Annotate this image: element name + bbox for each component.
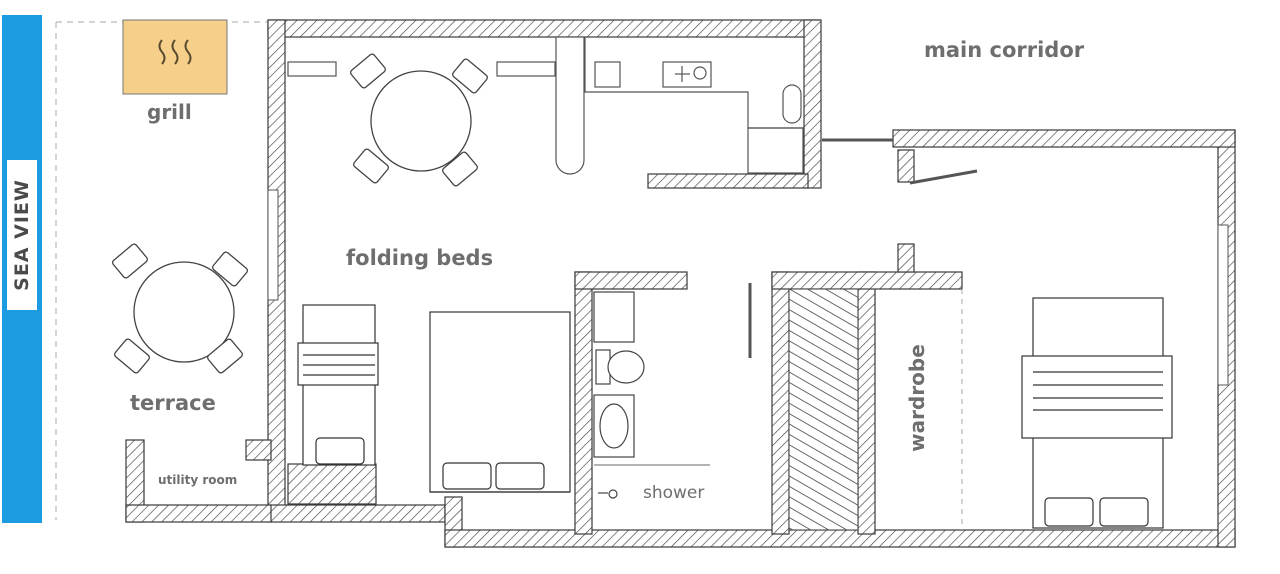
terrace-sliding-door	[267, 189, 279, 301]
kitchen-counter	[287, 36, 804, 175]
heat-waves-icon	[158, 39, 192, 65]
dining-table-indoor	[350, 53, 488, 187]
wardrobe-label: wardrobe	[905, 344, 929, 452]
sea-view-label-box: SEA VIEW	[7, 160, 37, 310]
shower-label: shower	[643, 483, 705, 503]
terrace-label: terrace	[130, 391, 216, 415]
grill-label: grill	[147, 100, 192, 124]
dining-table-terrace	[112, 243, 248, 374]
double-bed	[1021, 297, 1173, 529]
main-corridor-label: main corridor	[924, 38, 1085, 62]
stairwell	[788, 288, 859, 531]
grill	[122, 19, 228, 95]
folding-bed-left	[297, 304, 379, 466]
doors	[748, 138, 978, 358]
folding-beds-label: folding beds	[346, 246, 494, 270]
folding-bed-right	[429, 311, 571, 493]
utility-room-label: utility room	[158, 473, 238, 487]
bathroom-fixtures	[593, 291, 710, 499]
sea-view-label: SEA VIEW	[11, 179, 34, 291]
